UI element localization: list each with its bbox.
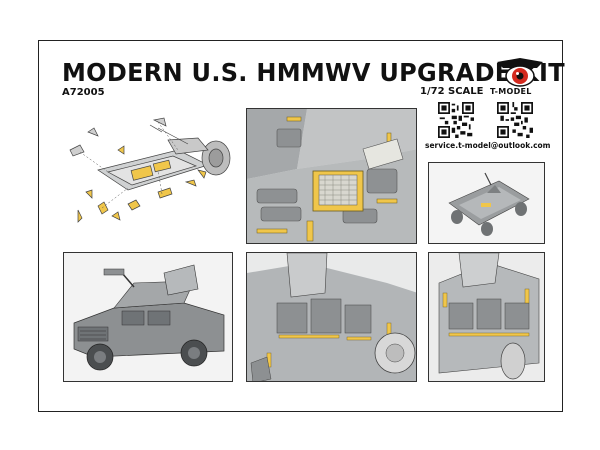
brand-name: T-MODEL [490,87,532,96]
qr-code-icon [438,102,474,138]
interior-detail-view [246,108,417,244]
brand-logo [493,56,547,98]
rear-detail-view [428,252,545,382]
contact-email: service.t-model@outlook.com [425,141,551,150]
vehicle-top-view [428,162,545,244]
vehicle-side-view [63,252,233,382]
exploded-parts-view [58,110,238,240]
kit-title: MODERN U.S. HMMWV UPGRADE KIT [62,58,565,87]
qr-code-icon [497,102,533,138]
brand-eye-icon [497,58,543,87]
kit-scale: 1/72 SCALE [420,86,484,97]
cargo-detail-view [246,252,417,382]
kit-code: A72005 [62,87,105,98]
